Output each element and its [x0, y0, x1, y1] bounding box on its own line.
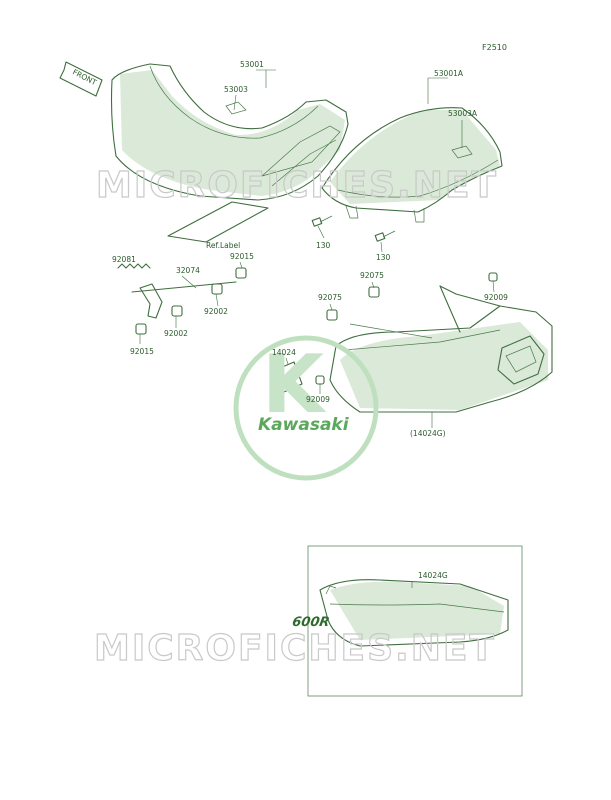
callout-53003: 53003: [224, 85, 248, 94]
callout-92075-lower: 92075: [318, 293, 342, 302]
watermark-bottom: MICROFICHES.NET: [94, 628, 496, 669]
callout-130-right: 130: [376, 253, 391, 262]
callout-53001: 53001: [240, 60, 264, 69]
callout-53001a: 53001A: [434, 69, 464, 78]
leader-lines: [139, 69, 495, 588]
callout-130-left: 130: [316, 241, 331, 250]
callout-32074: 32074: [176, 266, 200, 275]
clip-92075-upper: [368, 286, 380, 298]
seat-lock-assembly: [117, 263, 247, 335]
bracket-14024: [279, 361, 303, 393]
rear-seat: [321, 107, 503, 223]
callout-92009-upper: 92009: [484, 293, 508, 302]
screw-92009-upper: [488, 272, 498, 282]
inset-model-text: 600R: [291, 615, 331, 630]
callout-92002-left: 92002: [164, 329, 188, 338]
figure-code: F2510: [482, 43, 507, 52]
callout-14024g: (14024G): [410, 429, 446, 438]
callout-92015-upper: 92015: [230, 252, 254, 261]
kawasaki-logo-text: Kawasaki: [258, 415, 350, 435]
kawasaki-logo-k: K: [262, 338, 327, 431]
ref-label-text: Ref.Label: [206, 241, 240, 250]
front-arrow: FRONT: [59, 61, 103, 97]
inset-box: 600R: [291, 545, 523, 697]
ref-label-card: Ref.Label: [167, 201, 269, 250]
tail-cowl: [329, 285, 553, 413]
bolt-130-right: [374, 230, 396, 242]
kawasaki-logo: K Kawasaki: [233, 335, 379, 481]
front-arrow-label: FRONT: [71, 67, 98, 87]
callout-14024g-inset: 14024G: [418, 571, 448, 580]
callout-53003a: 53003A: [448, 109, 478, 118]
watermark-top: MICROFICHES.NET: [96, 165, 498, 206]
callout-92081: 92081: [112, 255, 136, 264]
callout-92009-lower: 92009: [306, 395, 330, 404]
callout-92015-lower: 92015: [130, 347, 154, 356]
bolt-130-left: [311, 215, 333, 227]
callout-92075-upper: 92075: [360, 271, 384, 280]
callout-92002-right: 92002: [204, 307, 228, 316]
callout-14024: 14024: [272, 348, 296, 357]
main-seat: [110, 63, 349, 201]
clip-92075-lower: [326, 309, 338, 321]
